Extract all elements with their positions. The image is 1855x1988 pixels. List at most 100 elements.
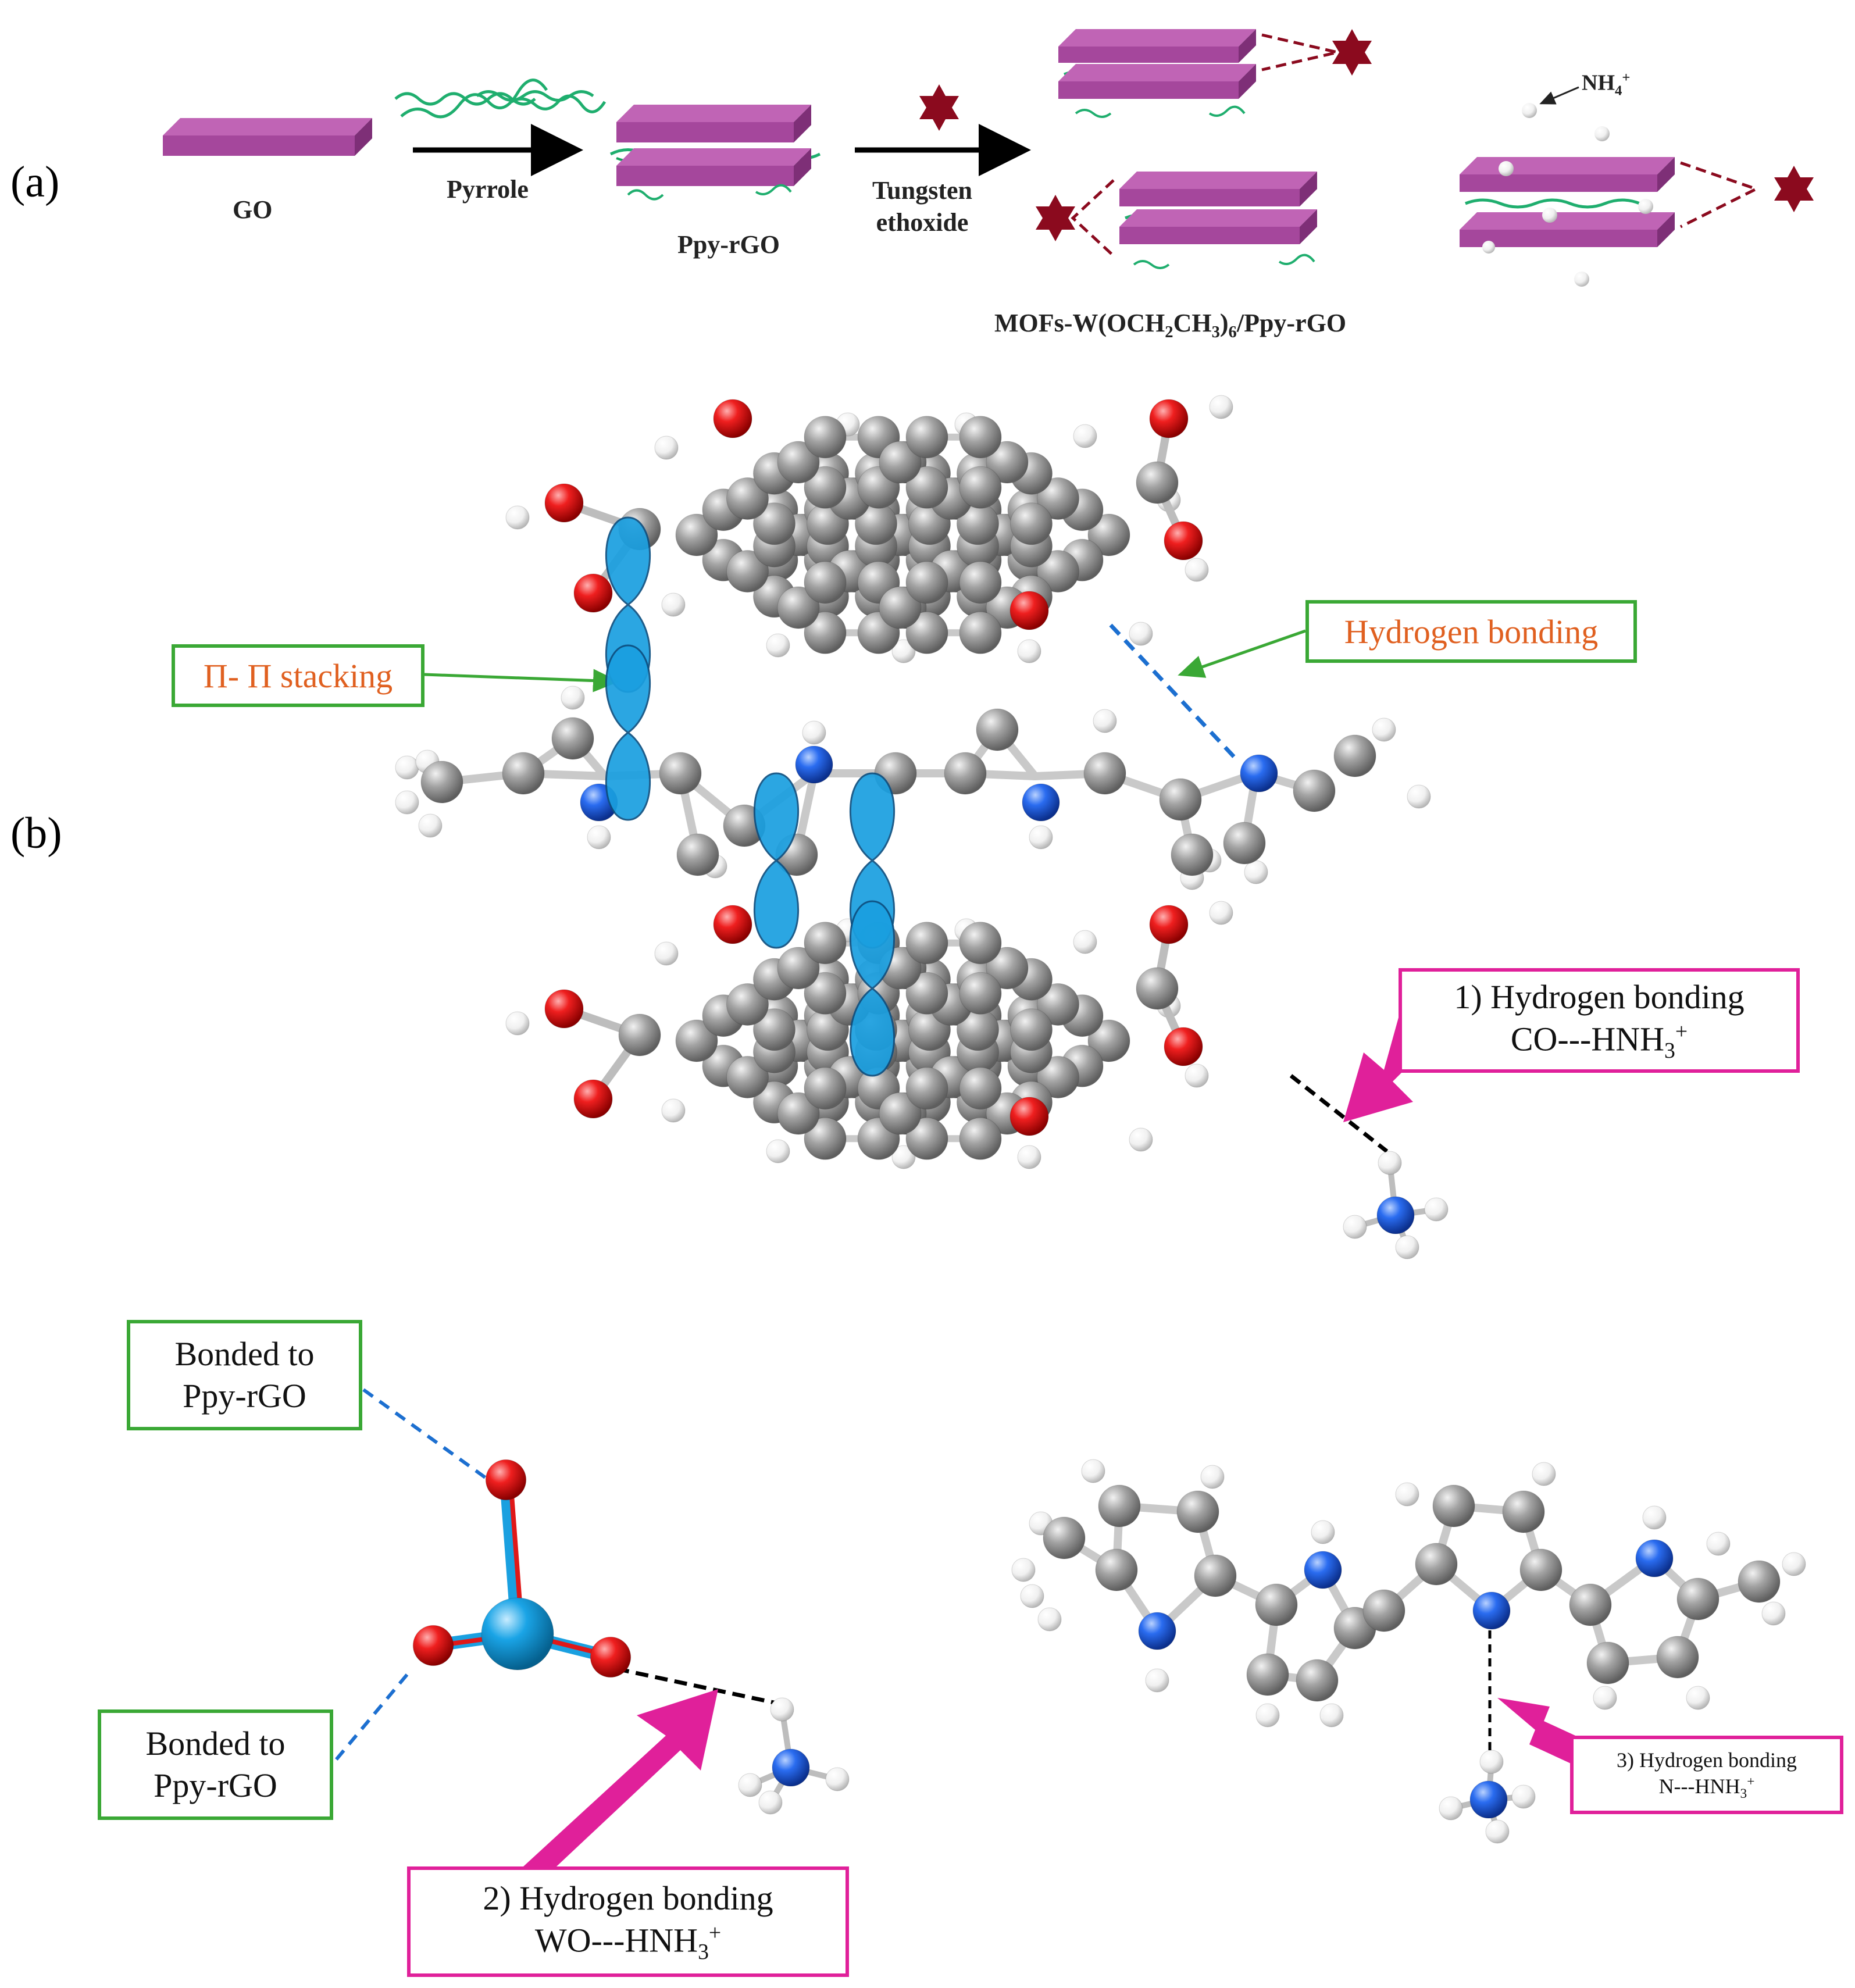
hydrogen-atom <box>1145 1668 1169 1693</box>
panel-b-connectors <box>333 623 1619 1884</box>
hydrogen-bonding-box: Hydrogen bonding <box>1305 600 1637 663</box>
bonded-bottom-line1: Bonded to <box>145 1724 286 1762</box>
hydrogen-atom <box>1343 1215 1367 1239</box>
oxygen-atom <box>573 1079 613 1119</box>
hydrogen-atom <box>654 436 679 460</box>
nh4-adsorbed-product <box>1460 86 1814 287</box>
carbon-atom <box>726 477 769 520</box>
oxygen-atom <box>573 573 613 613</box>
carbon-atom <box>1136 461 1179 504</box>
oxygen-atom <box>1149 905 1189 944</box>
pi-orbital-lobe <box>605 644 651 821</box>
carbon-atom <box>1569 1583 1612 1626</box>
ppy-rgo-label: Ppy-rGO <box>677 230 780 259</box>
hydrogen-atom <box>770 1697 794 1722</box>
hb3-line1: 3) Hydrogen bonding <box>1617 1748 1797 1772</box>
carbon-atom <box>1519 1548 1563 1591</box>
carbon-atom <box>1098 1484 1141 1527</box>
hydrogen-atom <box>1093 709 1117 733</box>
hydrogen-atom <box>1706 1532 1731 1556</box>
nitrogen-atom <box>1240 754 1278 793</box>
nitrogen-atom <box>1138 1612 1176 1650</box>
hydrogen-atom <box>825 1767 850 1791</box>
hydrogen-atom <box>1017 1145 1041 1169</box>
hydrogen-atom <box>891 1145 916 1169</box>
pyrrole-chains <box>394 78 607 119</box>
pi-stacking-box: Π- Π stacking <box>172 644 424 707</box>
mof-label-sub2: 3 <box>1211 323 1220 341</box>
carbon-atom <box>1223 822 1266 865</box>
polypyrrole-tetramer <box>1011 1459 1806 1844</box>
hb1-box: 1) Hydrogen bonding CO---HNH3+ <box>1399 968 1800 1073</box>
hydrogen-atom <box>1407 784 1431 809</box>
carbon-atom <box>420 761 463 804</box>
hydrogen-atom <box>1424 1197 1449 1222</box>
bonded-bottom-box: Bonded to Ppy-rGO <box>98 1709 333 1820</box>
hb2-line2-sup: + <box>708 1921 722 1946</box>
carbon-atom <box>1037 1056 1079 1098</box>
pi-orbital-lobe <box>753 772 800 949</box>
carbon-atom <box>676 833 719 876</box>
mof-product-bottom <box>1036 172 1317 269</box>
hb3-line2-sub: 3 <box>1740 1786 1747 1801</box>
mof-label-sub3: 6 <box>1228 323 1237 341</box>
hydrogen-atom <box>1372 718 1396 742</box>
hydrogen-atom <box>1532 1462 1556 1486</box>
go-label: GO <box>233 195 273 224</box>
hydrogen-atom <box>1200 1465 1225 1489</box>
hydrogen-atom <box>766 633 790 658</box>
carbon-atom <box>804 1117 847 1160</box>
mof-label: MOFs-W(OCH2CH3)6/Ppy-rGO <box>994 308 1346 342</box>
carbon-atom <box>1296 1659 1339 1702</box>
hydrogen-atom <box>1479 1750 1504 1774</box>
nh4-label-sub: 4 <box>1615 83 1622 99</box>
hydrogen-atom <box>1037 1607 1062 1632</box>
hydrogen-atom <box>561 686 585 710</box>
tungsten-atom <box>481 1597 554 1671</box>
oxygen-atom <box>1164 1027 1203 1066</box>
carbon-atom <box>753 502 795 545</box>
carbon-atom <box>753 1008 795 1051</box>
pi-stacking-label: Π- Π stacking <box>203 656 393 695</box>
nitrogen-atom <box>1472 1591 1511 1630</box>
hydrogen-atom <box>1642 1505 1667 1530</box>
carbon-atom <box>659 752 702 795</box>
hydrogen-atom <box>1439 1796 1463 1821</box>
hydrogen-atom <box>1485 1819 1510 1844</box>
hydrogen-atom <box>1029 825 1053 850</box>
mof-label-mid: CH <box>1173 309 1212 337</box>
hb2-line2-text: WO---HNH <box>534 1921 698 1960</box>
hydrogen-atom <box>1395 1235 1419 1259</box>
carbon-atom <box>804 416 847 459</box>
nitrogen-atom <box>772 1748 810 1787</box>
carbon-atom <box>726 550 769 593</box>
carbon-atom <box>905 972 948 1015</box>
carbon-atom <box>777 947 820 990</box>
nitrogen-atom <box>1469 1780 1508 1819</box>
mof-label-close: ) <box>1219 309 1229 337</box>
hydrogen-atom <box>587 825 611 850</box>
hydrogen-atom <box>1593 1686 1617 1710</box>
hydrogen-atom <box>738 1773 762 1797</box>
nh4-label-text: NH <box>1582 70 1615 95</box>
nitrogen-atom <box>795 745 833 784</box>
carbon-atom <box>804 972 847 1015</box>
hydrogen-atom <box>1311 1520 1335 1544</box>
carbon-atom <box>1043 1516 1086 1559</box>
carbon-atom <box>1502 1490 1545 1533</box>
carbon-atom <box>959 416 1002 459</box>
carbon-atom <box>986 441 1029 484</box>
carbon-atom <box>1171 833 1214 876</box>
hydrogen-atom <box>758 1790 783 1815</box>
nitrogen-atom <box>1376 1196 1415 1234</box>
hb2-box: 2) Hydrogen bonding WO---HNH3+ <box>407 1866 849 1977</box>
hydrogen-atom <box>1073 930 1097 954</box>
carbon-atom <box>804 611 847 654</box>
carbon-atom <box>1010 502 1053 545</box>
hydrogen-atom <box>1011 1558 1036 1582</box>
hb2-line1: 2) Hydrogen bonding <box>483 1879 773 1917</box>
carbon-atom <box>959 922 1002 965</box>
carbon-atom <box>905 1067 948 1110</box>
carbon-atom <box>1738 1560 1781 1603</box>
panel-label-a: (a) <box>10 158 60 206</box>
